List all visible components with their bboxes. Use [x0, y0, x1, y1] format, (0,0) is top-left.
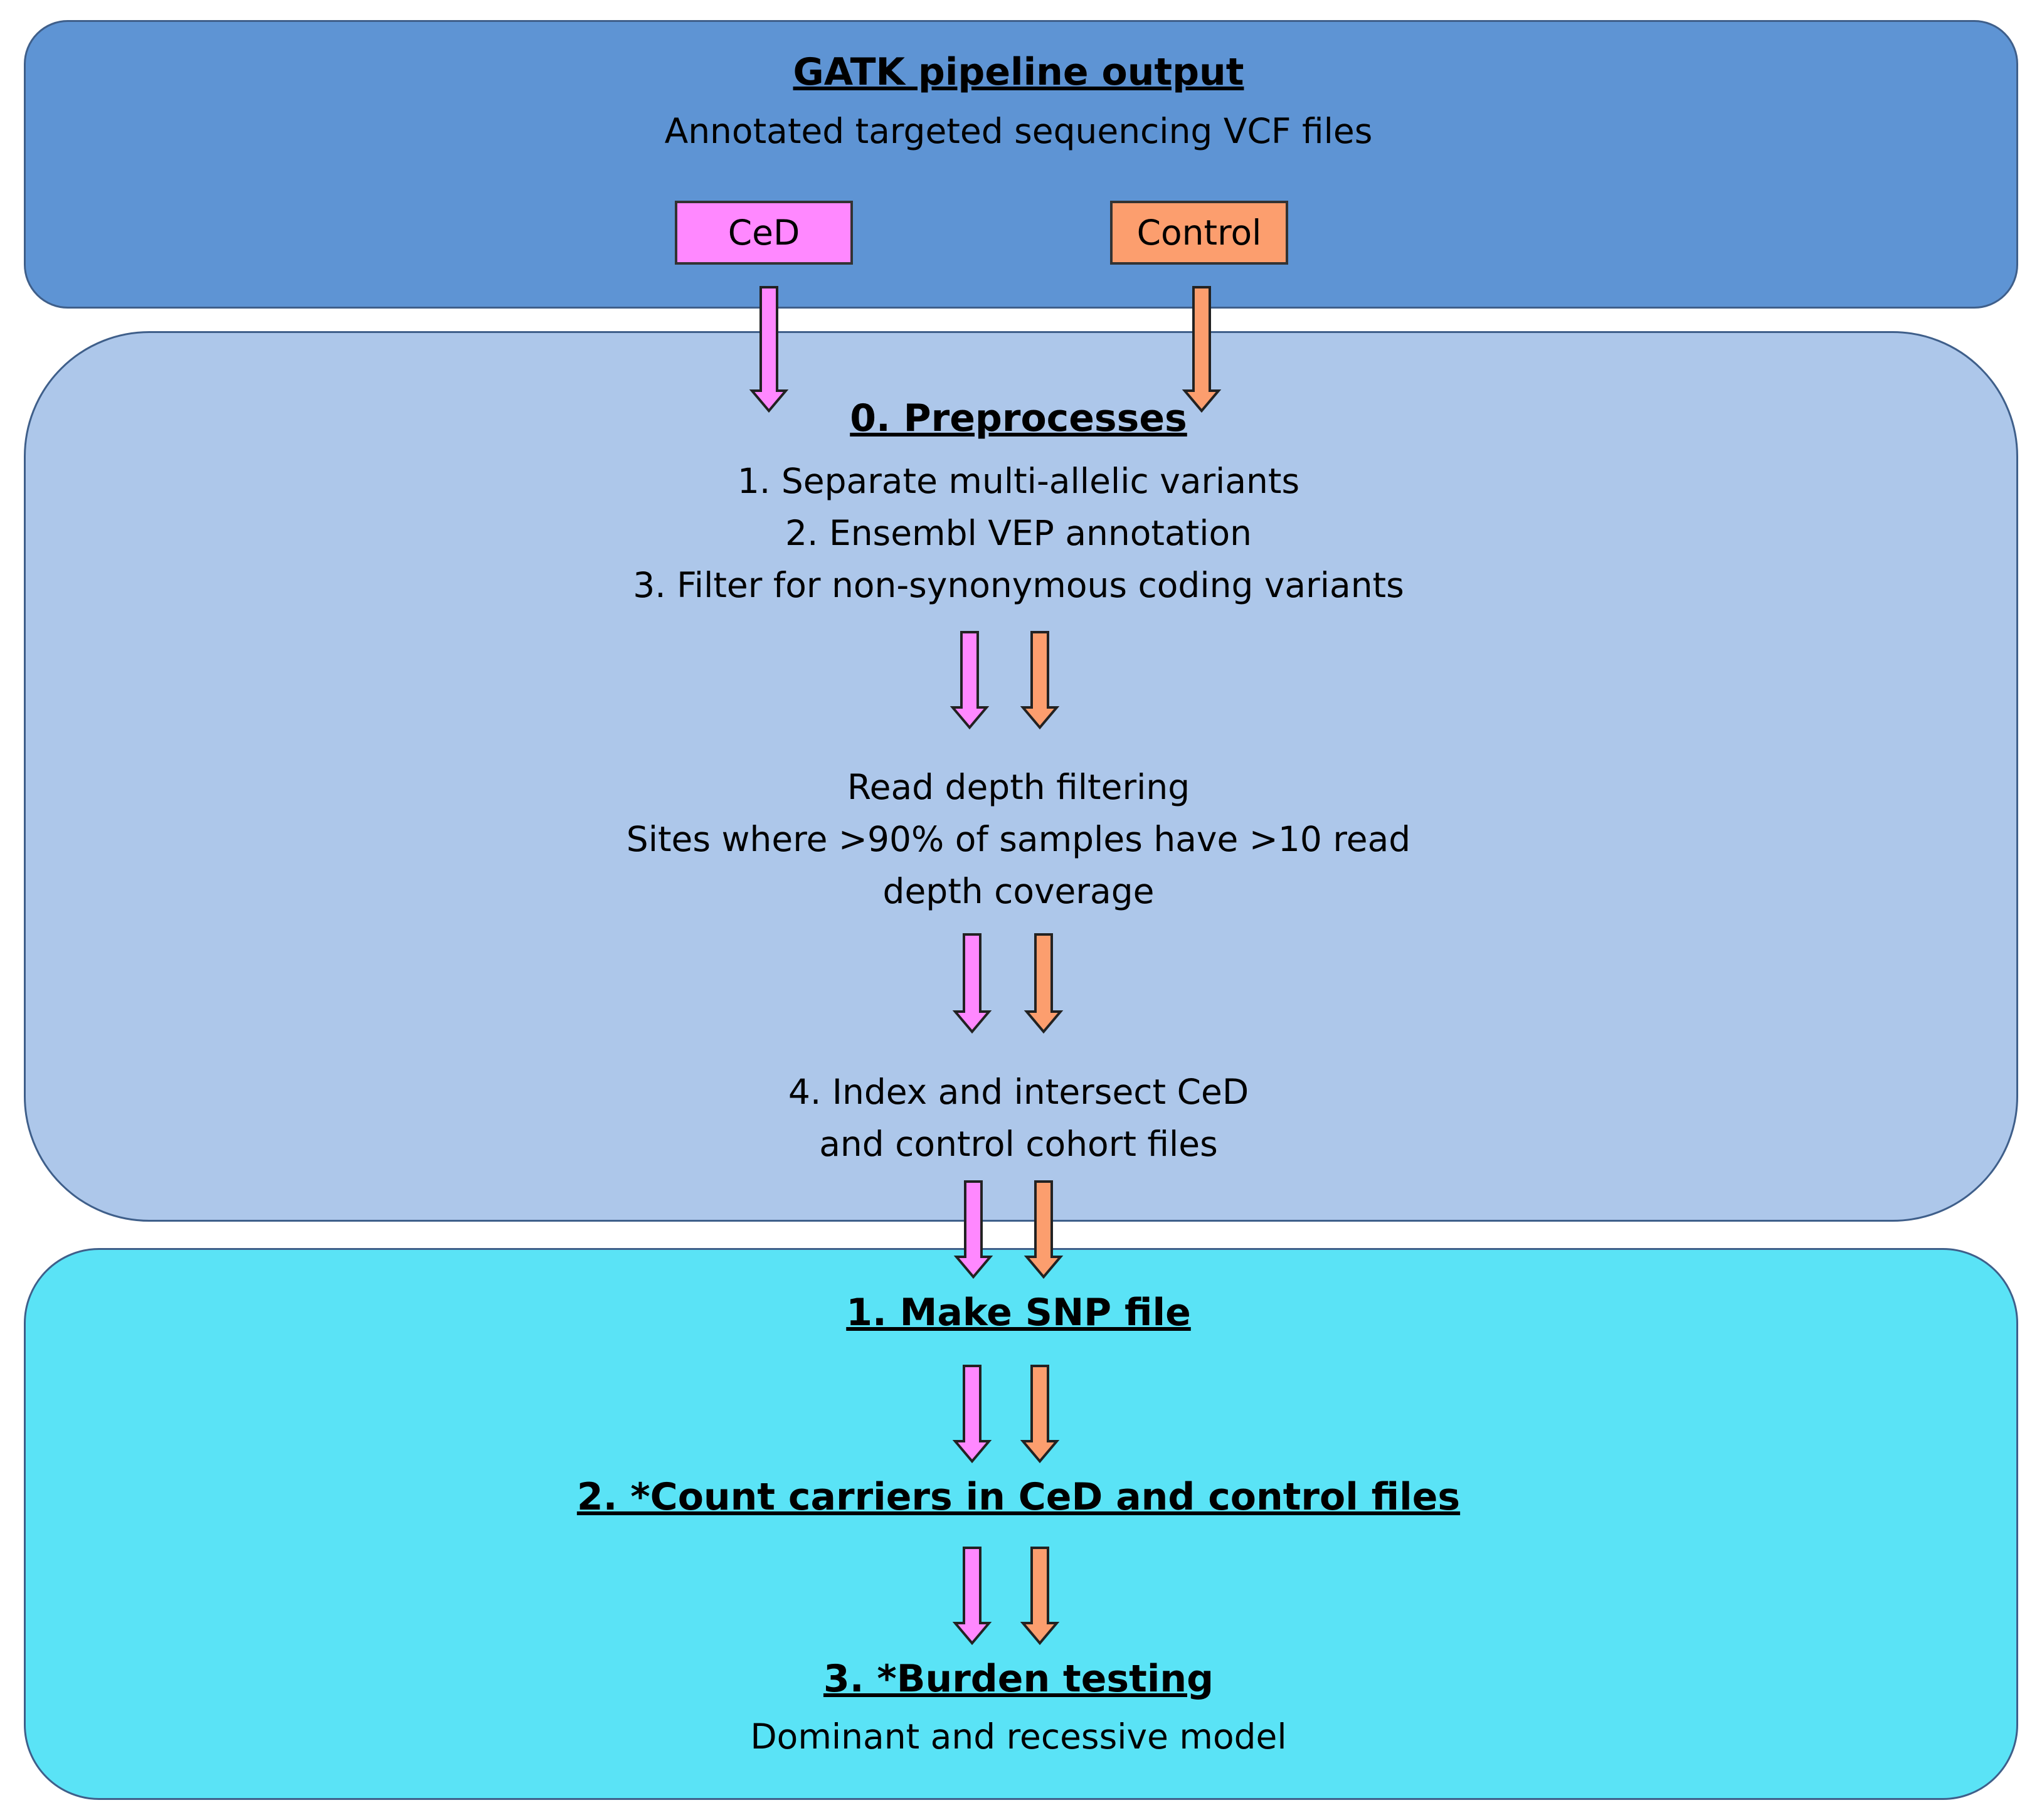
depth-filter-line-2: Sites where >90% of samples have >10 rea…	[626, 819, 1411, 859]
control-arrow-1	[1182, 286, 1222, 413]
burden-testing-note: Dominant and recessive model	[750, 1717, 1287, 1757]
preprocess-step-2: 2. Ensembl VEP annotation	[785, 513, 1252, 553]
intersect-line-1: 4. Index and intersect CeD	[788, 1072, 1249, 1112]
ced-arrow-4	[953, 1180, 993, 1279]
preprocesses-title: 0. Preprocesses	[850, 396, 1187, 440]
preprocess-step-3: 3. Filter for non-synonymous coding vari…	[633, 565, 1404, 605]
pipeline-output-subtitle: Annotated targeted sequencing VCF files	[664, 111, 1373, 151]
count-carriers-step: 2. *Count carriers in CeD and control fi…	[576, 1475, 1461, 1519]
make-snp-file-step: 1. Make SNP file	[846, 1291, 1191, 1335]
burden-testing-step: 3. *Burden testing	[823, 1657, 1214, 1701]
control-tag: Control	[1110, 201, 1288, 265]
control-arrow-6	[1020, 1547, 1060, 1646]
ced-arrow-6	[952, 1547, 992, 1646]
intersect-line-2: and control cohort files	[819, 1124, 1218, 1164]
ced-arrow-3	[952, 933, 992, 1034]
ced-arrow-1	[749, 286, 789, 413]
pipeline-output-panel	[24, 20, 2018, 309]
control-arrow-4	[1024, 1180, 1064, 1279]
preprocess-step-1: 1. Separate multi-allelic variants	[737, 461, 1300, 501]
ced-tag: CeD	[675, 201, 853, 265]
control-arrow-3	[1024, 933, 1064, 1034]
analysis-panel	[24, 1248, 2018, 1800]
pipeline-output-title: GATK pipeline output	[793, 50, 1244, 94]
preprocesses-panel	[24, 331, 2018, 1222]
control-arrow-2	[1020, 631, 1060, 730]
depth-filter-title: Read depth filtering	[847, 767, 1190, 807]
control-arrow-5	[1020, 1365, 1060, 1464]
depth-filter-line-3: depth coverage	[882, 871, 1155, 911]
ced-arrow-2	[950, 631, 990, 730]
ced-arrow-5	[952, 1365, 992, 1464]
